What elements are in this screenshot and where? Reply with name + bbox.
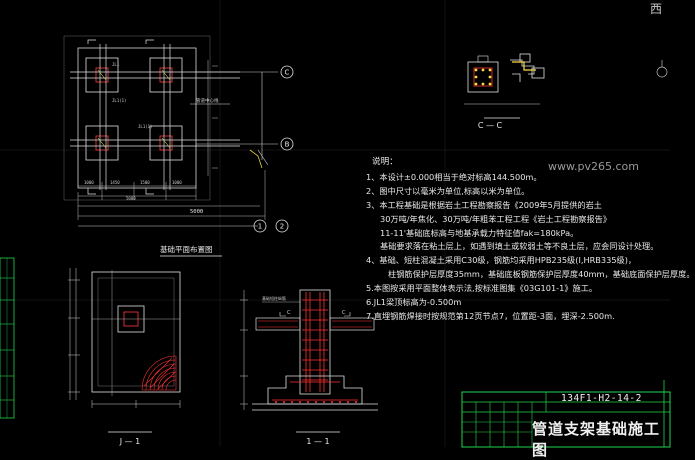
axis-label-b: B — [285, 141, 290, 149]
section-j1-detail[interactable] — [68, 268, 181, 433]
site-watermark: www.pv265.com — [548, 160, 639, 173]
notes-heading: 说明： — [372, 157, 398, 167]
section-cc-title: C — C — [478, 121, 503, 130]
grid-marks — [0, 0, 670, 447]
svg-text:JL1(1): JL1(1) — [138, 124, 152, 129]
svg-text:JL1(1): JL1(1) — [112, 98, 126, 103]
corner-watermark: 西 — [650, 2, 663, 16]
note-line: 1、本设计±0.000相当于绝对标高144.500m。 — [366, 171, 542, 182]
design-notes: 说明： 1、本设计±0.000相当于绝对标高144.500m。 2、图中尺寸以毫… — [366, 156, 695, 324]
svg-text:1500: 1500 — [140, 180, 150, 185]
svg-text:管道中心线: 管道中心线 — [196, 97, 219, 104]
section-11-title: 1 — 1 — [306, 437, 329, 446]
left-strip — [0, 257, 15, 419]
svg-text:5000: 5000 — [126, 196, 136, 201]
svg-text:1000: 1000 — [84, 180, 94, 185]
note-line: 30万吨/年焦化、30万吨/年粗苯工程工程《岩土工程勘察报告》 — [380, 213, 612, 224]
section-11-detail[interactable]: C C 基础短柱纵筋 — [240, 289, 378, 433]
note-line: 5.本图按采用平面整体表示法,按标准图集《03G101-1》施工。 — [366, 283, 598, 294]
note-line: 11-11'基础底标高与地基承载力特征值fak=180kPa。 — [380, 227, 579, 238]
cad-drawing-canvas[interactable]: 1000 1450 1500 1000 5000 JL1 JL1(1) JL1(… — [0, 0, 671, 448]
axis-label-2: 2 — [280, 223, 284, 231]
svg-text:C: C — [342, 310, 346, 316]
section-j1-title: J — 1 — [119, 437, 141, 446]
axis-label-1: 1 — [258, 223, 262, 231]
svg-text:1450: 1450 — [110, 180, 120, 185]
svg-text:C: C — [287, 310, 291, 316]
svg-text:1000: 1000 — [172, 180, 182, 185]
note-line: 4、基础、短柱混凝土采用C30级，钢筋均采用HPB235级(Ⅰ,HRB335级)… — [366, 255, 637, 266]
ucs-icon — [656, 60, 668, 78]
section-cc-detail[interactable] — [464, 53, 545, 119]
svg-text:基础短柱纵筋: 基础短柱纵筋 — [262, 295, 286, 301]
axis-label-c: C — [285, 69, 290, 77]
foundation-plan[interactable]: 1000 1450 1500 1000 5000 JL1 JL1(1) JL1(… — [63, 35, 294, 233]
svg-text:JL1: JL1 — [112, 62, 120, 67]
note-line: 3、本工程基础是根据岩土工程勘察报告《2009年5月提供的岩土 — [366, 199, 602, 210]
note-line: 基础要求落在粘土层上，如遇到填土或软弱土等不良土层，应会同设计处理。 — [380, 241, 659, 252]
main-dimension: 5000 — [190, 209, 203, 215]
note-line: 7.直埋钢筋焊接时按规范第12页节点7，位置距-3面，埋深-2.500m. — [366, 310, 615, 321]
drawing-number: 134F1-H2-14-2 — [561, 393, 642, 404]
note-line: 6.JL1梁顶标高为-0.500m — [366, 297, 462, 308]
drawing-title: 管道支架基础施工图 — [532, 420, 661, 459]
note-line: 2、图中尺寸以毫米为单位,标高以米为单位。 — [366, 185, 530, 196]
plan-title: 基础平面布置图 — [160, 244, 213, 254]
note-line: 柱钢筋保护层厚度35mm，基础底板钢筋保护层厚度40mm，基础底面保护层厚度。 — [388, 269, 695, 280]
title-block[interactable] — [461, 391, 671, 448]
